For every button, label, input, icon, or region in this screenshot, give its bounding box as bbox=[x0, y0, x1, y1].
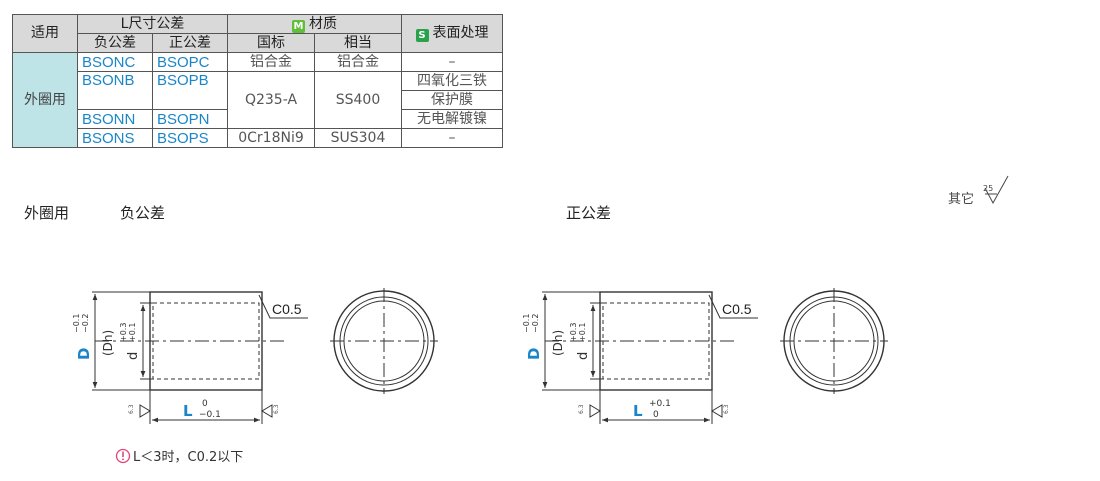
surface-badge-icon: S bbox=[415, 29, 429, 42]
dim-L-letter: L bbox=[633, 402, 643, 420]
header-negative: 负公差 bbox=[77, 33, 153, 53]
dim-Dh: (Dh) bbox=[101, 330, 115, 356]
chamfer-label: C0.5 bbox=[722, 301, 752, 317]
header-material-label: 材质 bbox=[309, 15, 337, 32]
dim-d-tol-lower: +0.1 bbox=[578, 323, 587, 342]
material-gb: Q235-A bbox=[227, 71, 315, 129]
dim-d-letter: d bbox=[576, 352, 591, 360]
code-pos[interactable]: BSOPN bbox=[152, 109, 228, 129]
surface-treatment: 保护膜 bbox=[401, 90, 503, 110]
header-apply: 适用 bbox=[12, 14, 78, 53]
code-neg[interactable]: BSONC bbox=[77, 52, 153, 72]
dim-d-tol-lower: +0.1 bbox=[128, 323, 137, 342]
material-equivalent: SUS304 bbox=[314, 128, 402, 148]
label-positive: 正公差 bbox=[566, 204, 612, 222]
positive-tolerance-drawing: C0.5 D −0.1 −0.2 (Dh) d +0.3 +0.1 L +0.1… bbox=[522, 288, 888, 424]
material-badge-icon: M bbox=[292, 19, 305, 33]
code-neg[interactable]: BSONN bbox=[77, 109, 153, 129]
roughness-left: 6.3 bbox=[578, 404, 585, 414]
dim-L-tol-lower: 0 bbox=[653, 410, 659, 420]
dim-d-tol-upper: +0.3 bbox=[119, 323, 128, 342]
dim-d-tol-upper: +0.3 bbox=[569, 323, 578, 342]
warning-icon bbox=[115, 448, 131, 464]
surface-treatment: – bbox=[401, 128, 503, 148]
surface-treatment: – bbox=[401, 52, 503, 72]
code-neg[interactable]: BSONS bbox=[77, 128, 153, 148]
dim-D-tol-lower: −0.2 bbox=[81, 314, 90, 333]
category-cell: 外圈用 bbox=[12, 52, 78, 148]
negative-tolerance-drawing: C0.5 D −0.1 −0.2 (Dh) d +0.3 +0.1 L 0 −0… bbox=[72, 288, 438, 424]
roughness-right: 6.3 bbox=[273, 404, 280, 414]
dim-D-tol-upper: −0.1 bbox=[72, 314, 81, 333]
dim-Dh: (Dh) bbox=[551, 330, 565, 356]
chamfer-label: C0.5 bbox=[272, 301, 302, 317]
material-gb: 0Cr18Ni9 bbox=[227, 128, 315, 148]
dim-L-letter: L bbox=[183, 402, 193, 420]
label-other: 其它 bbox=[948, 192, 975, 207]
dim-D-tol-lower: −0.2 bbox=[531, 314, 540, 333]
dim-L-tol-upper: +0.1 bbox=[649, 399, 671, 409]
roughness-other-icon bbox=[984, 175, 1009, 205]
roughness-right: 6.3 bbox=[723, 404, 730, 414]
dim-L-tol-upper: 0 bbox=[202, 399, 208, 409]
header-positive: 正公差 bbox=[152, 33, 228, 53]
roughness-other-value: 25 bbox=[983, 184, 993, 193]
header-surface-label: 表面处理 bbox=[432, 25, 489, 41]
dim-D-letter: D bbox=[75, 348, 93, 360]
note-text: L＜3时，C0.2以下 bbox=[133, 450, 243, 465]
dim-L-tol-lower: −0.1 bbox=[199, 410, 221, 420]
header-gb: 国标 bbox=[227, 33, 315, 53]
header-material: M 材质 bbox=[227, 14, 402, 34]
dim-d-letter: d bbox=[126, 352, 141, 360]
dim-D-tol-upper: −0.1 bbox=[522, 314, 531, 333]
dim-D-letter: D bbox=[525, 348, 543, 360]
label-outer-use: 外圈用 bbox=[24, 204, 70, 222]
label-negative: 负公差 bbox=[120, 204, 166, 222]
roughness-left: 6.3 bbox=[128, 404, 135, 414]
